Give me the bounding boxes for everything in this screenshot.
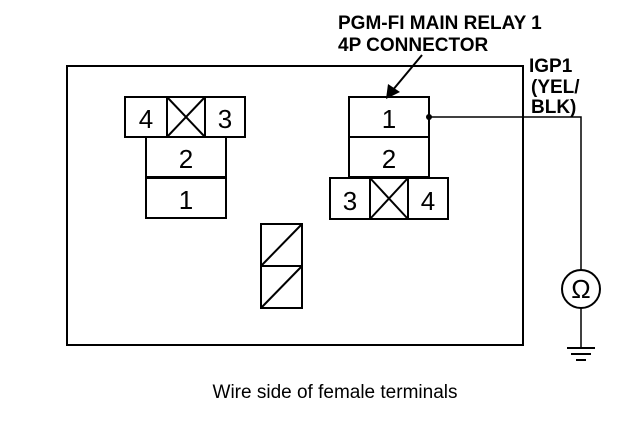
probe-wire — [429, 116, 582, 270]
left-label-2: 2 — [179, 144, 193, 174]
right-cell-2 — [348, 136, 430, 178]
right-label-2: 2 — [382, 144, 396, 174]
callout-line-2: 4P CONNECTOR — [338, 35, 489, 56]
left-label-4: 4 — [139, 104, 153, 134]
ground-icon — [567, 347, 595, 361]
connector-housing — [66, 65, 524, 346]
ohmmeter-icon: Ω — [561, 269, 601, 309]
left-label-1: 1 — [179, 185, 193, 215]
left-connector: 4 3 2 1 — [124, 96, 246, 219]
right-label-3: 3 — [343, 186, 357, 216]
left-cell-3 — [204, 96, 246, 138]
right-cell-3 — [329, 177, 371, 220]
left-label-3: 3 — [218, 104, 232, 134]
wire-label-line-2: (YEL/ — [531, 77, 580, 98]
meter-symbol: Ω — [571, 274, 590, 304]
right-label-1: 1 — [382, 104, 396, 134]
crossed-box-icon — [369, 177, 409, 220]
callout-arrow — [386, 54, 423, 99]
right-label-4: 4 — [421, 186, 435, 216]
left-cell-2 — [145, 136, 227, 178]
caption: Wire side of female terminals — [213, 382, 458, 403]
callout-line-1: PGM-FI MAIN RELAY 1 — [338, 13, 542, 34]
test-circuit: Ω — [426, 114, 601, 361]
right-cell-4 — [407, 177, 449, 220]
left-cell-1 — [145, 177, 227, 219]
connector-latch — [260, 223, 303, 309]
wire-label-line-1: IGP1 — [529, 56, 573, 77]
right-connector: 1 2 3 4 — [329, 96, 449, 220]
crossed-box-icon — [166, 96, 206, 138]
wire-label-line-3: BLK) — [531, 97, 576, 118]
